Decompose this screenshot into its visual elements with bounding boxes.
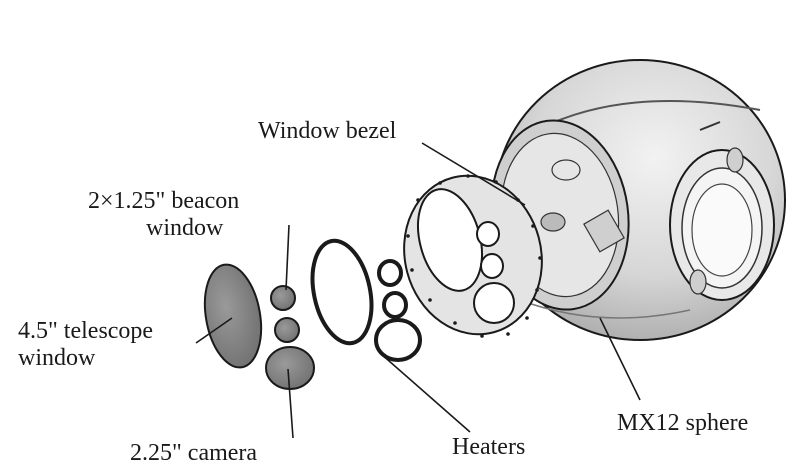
label-telescope-line2: window [18,345,96,371]
window-bezel [403,174,543,338]
label-telescope-line1: 4.5" telescope [18,318,154,344]
label-camera: 2.25" camera [130,440,258,466]
label-beacon-line2: window [146,215,224,241]
heater-rings [310,238,422,362]
label-beacon-line1: 2×1.25" beacon [88,188,240,214]
mx12-sphere [490,59,786,341]
leader-lines [195,142,641,439]
label-heaters: Heaters [452,434,526,460]
label-mx12-sphere: MX12 sphere [617,410,749,436]
label-window-bezel: Window bezel [258,118,397,144]
window-parts [203,263,315,390]
